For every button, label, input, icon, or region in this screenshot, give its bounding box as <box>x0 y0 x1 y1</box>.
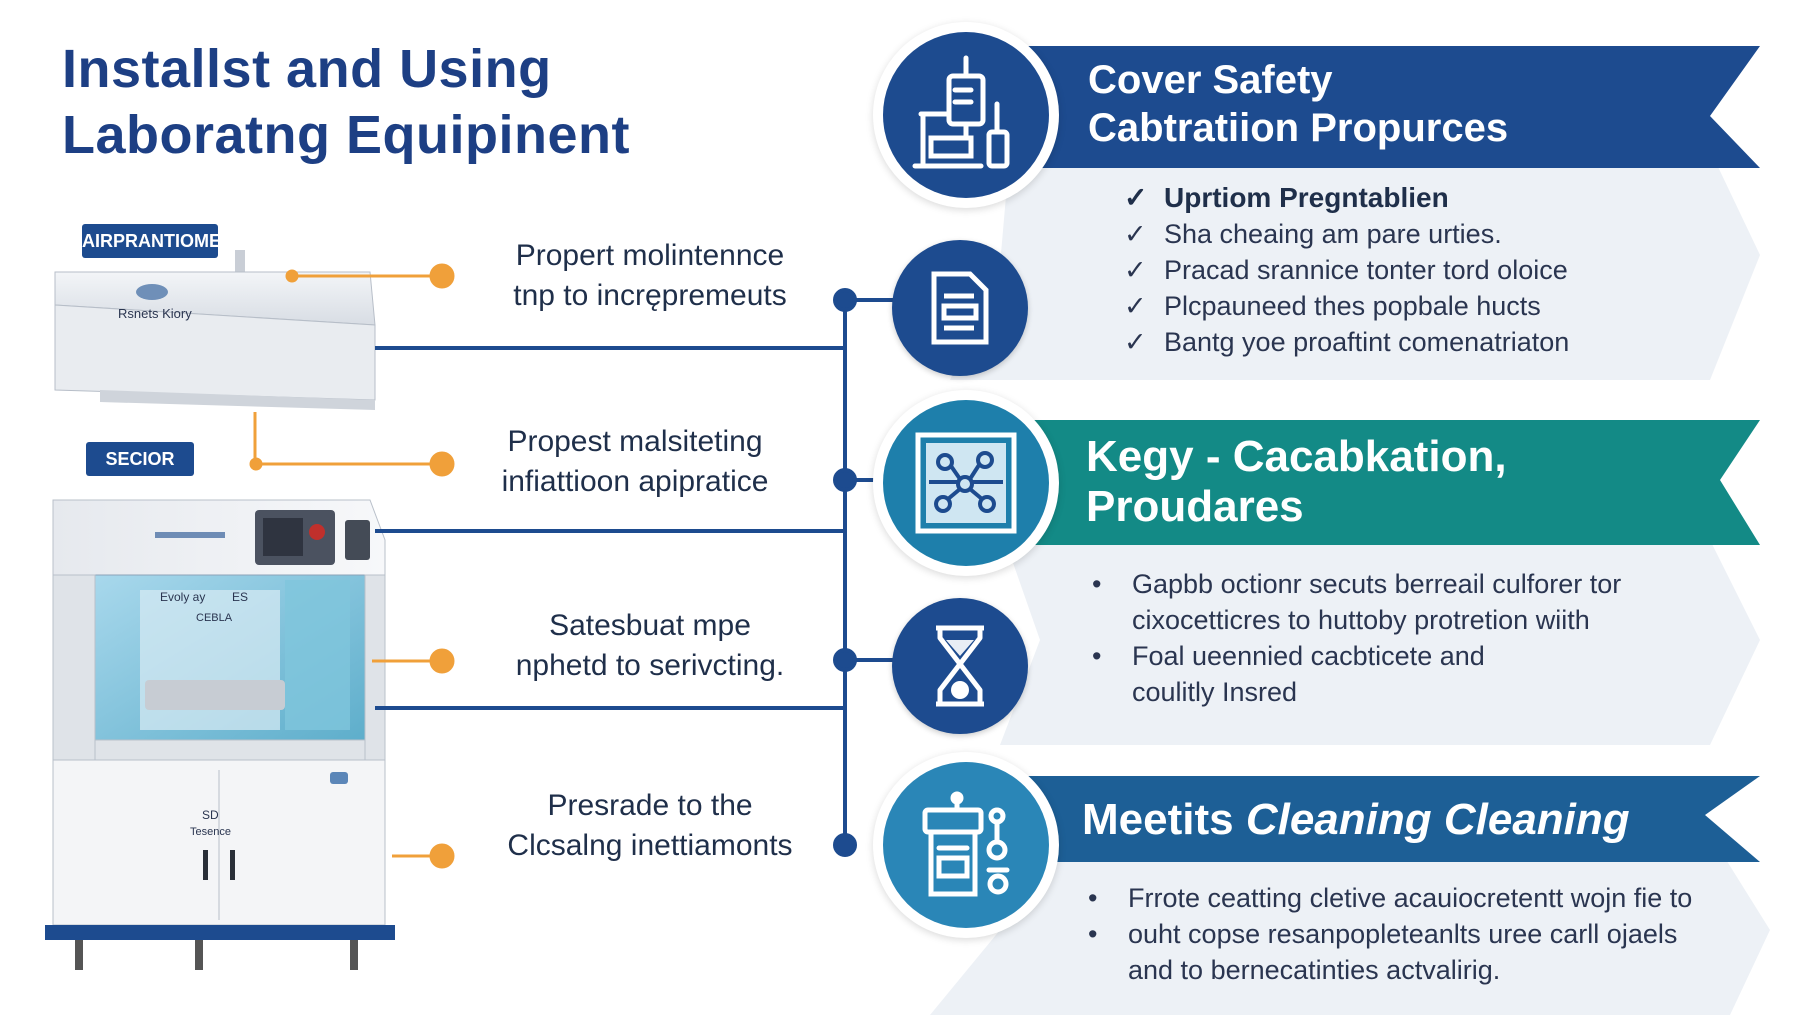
cabinet-tag: SECIOR <box>86 442 194 476</box>
panel-text-2: ES <box>232 590 249 604</box>
step-1-badge <box>892 240 1028 376</box>
section-3-badge <box>873 752 1059 938</box>
step-1-line-2: tnp to incrępremeuts <box>513 279 787 312</box>
door-text-2: Tesence <box>190 826 231 838</box>
section-2-badge <box>873 390 1059 576</box>
section-2-list: •Gapbb octionr secuts berreail culforer … <box>1092 566 1712 710</box>
section-2-title-line-1: Kegy - Cacabkation, <box>1086 432 1507 481</box>
section-3-ribbon <box>1020 776 1760 862</box>
hourglass-icon <box>936 625 984 707</box>
section-1-title-line-1: Cover Safety <box>1088 58 1333 102</box>
section-3-title: Meetits Cleaning Cleaning <box>1082 794 1630 846</box>
document-icon <box>931 271 989 345</box>
section-3-list: •Frrote ceatting cletive acauiocretentt … <box>1088 880 1728 988</box>
check-icon: ✓ <box>1124 255 1147 285</box>
step-3-line-1: Satesbuat mpe <box>549 609 751 642</box>
step-2-line-2: infiattioon apipratice <box>501 465 769 498</box>
title-line-1: Installst and Using <box>62 39 552 99</box>
step-3-line-2: nphetd to serivcting. <box>515 649 785 682</box>
section-3-item: •Frrote ceatting cletive acauiocretentt … <box>1088 880 1728 916</box>
section-1-bold-item: ✓Uprtiom Pregntablien <box>1124 180 1704 216</box>
check-icon: ✓ <box>1124 219 1147 249</box>
circuit-board-icon <box>915 432 1017 534</box>
door-text-1: SD <box>202 808 219 822</box>
step-2: Propest malsiteting infiattioon apiprati… <box>425 422 845 502</box>
panel-text-1: Evoly ay <box>160 590 206 604</box>
biosafety-cabinet-illustration <box>45 499 395 970</box>
step-1-line-1: Propert molintennce <box>515 239 785 272</box>
section-1-ribbon <box>985 46 1760 168</box>
section-1-item: ✓Bantg yoe proaftint comenatriaton <box>1124 324 1704 360</box>
section-1-panel <box>950 150 1760 380</box>
step-2-line-1: Propest malsiteting <box>507 425 763 458</box>
section-3-title-b: Cleaning Cleaning <box>1245 795 1630 844</box>
section-1-title: Cover Safety Cabtratiion Propurces <box>1088 56 1508 152</box>
check-icon: ✓ <box>1124 182 1148 213</box>
bullet-icon: • <box>1088 919 1098 949</box>
hood-tag: AIRPRANTIOME. <box>82 224 226 258</box>
check-icon: ✓ <box>1124 291 1147 321</box>
step-4-line-1: Presrade to the <box>547 789 753 822</box>
check-icon: ✓ <box>1124 327 1147 357</box>
section-3-title-a: Meetits <box>1082 795 1246 844</box>
hood-label: Rsnets Kiory <box>118 306 192 321</box>
section-1-item: ✓Pracad srannice tonter tord oloice <box>1124 252 1704 288</box>
section-1-item: ✓Sha cheaing am pare urties. <box>1124 216 1704 252</box>
section-2-item: coulitly Insred <box>1132 677 1298 707</box>
step-4: Presrade to the Clcsalng inettiamonts <box>440 786 860 866</box>
page-title: Installst and Using Laboratng Equipinent <box>62 36 630 168</box>
lab-instrument-icon <box>912 55 1010 169</box>
fume-hood-illustration <box>54 250 376 410</box>
cleaning-machine-icon <box>922 791 1010 897</box>
panel-text-3: CEBLA <box>196 612 233 624</box>
section-1-list: ✓Uprtiom Pregntablien ✓Sha cheaing am pa… <box>1124 180 1704 360</box>
section-3-item: and to bernecatinties actvalirig. <box>1128 955 1501 985</box>
bullet-icon: • <box>1092 641 1102 671</box>
bullet-icon: • <box>1088 883 1098 913</box>
section-1-item: ✓Plcpauneed thes popbale hucts <box>1124 288 1704 324</box>
section-2-ribbon <box>1020 420 1760 545</box>
step-4-line-2: Clcsalng inettiamonts <box>507 829 793 862</box>
title-line-2: Laboratng Equipinent <box>62 105 630 165</box>
section-2-item: cixocetticres to huttoby protretion wiit… <box>1132 605 1590 635</box>
step-3: Satesbuat mpe nphetd to serivcting. <box>440 606 860 686</box>
section-3-item: •ouht copse resanpopleteanlts uree carll… <box>1088 916 1728 952</box>
bullet-icon: • <box>1092 569 1102 599</box>
section-1-badge <box>873 22 1059 208</box>
section-2-title: Kegy - Cacabkation, Proudares <box>1086 432 1507 532</box>
section-2-panel <box>1000 540 1760 745</box>
section-2-item: •Gapbb octionr secuts berreail culforer … <box>1092 566 1712 602</box>
section-2-item: •Foal ueennied cacbticete and <box>1092 638 1712 674</box>
step-1: Propert molintennce tnp to incrępremeuts <box>440 236 860 316</box>
section-3-panel <box>930 850 1770 1015</box>
section-1-title-line-2: Cabtratiion Propurces <box>1088 106 1509 150</box>
section-2-title-line-2: Proudares <box>1086 482 1304 531</box>
step-3-badge <box>892 598 1028 734</box>
